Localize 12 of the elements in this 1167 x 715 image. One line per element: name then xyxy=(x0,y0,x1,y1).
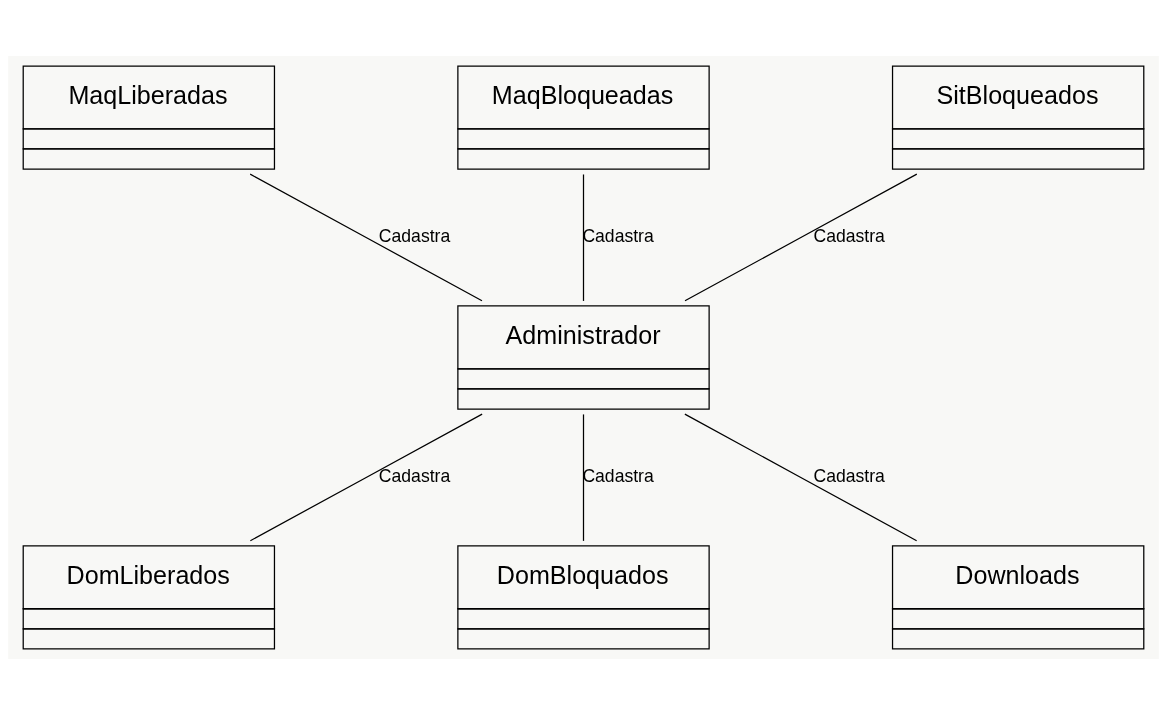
edge-label: Cadastra xyxy=(813,226,885,247)
connector xyxy=(249,413,483,542)
edge-label: Cadastra xyxy=(582,226,654,247)
edge-label: Cadastra xyxy=(378,466,451,487)
connector xyxy=(684,413,918,542)
connector xyxy=(582,413,585,542)
connector xyxy=(249,173,483,302)
connector xyxy=(582,173,585,302)
connector xyxy=(684,173,918,302)
edge-label: Cadastra xyxy=(813,466,885,487)
edge-label: Cadastra xyxy=(582,466,654,487)
edge-label: Cadastra xyxy=(378,226,451,247)
